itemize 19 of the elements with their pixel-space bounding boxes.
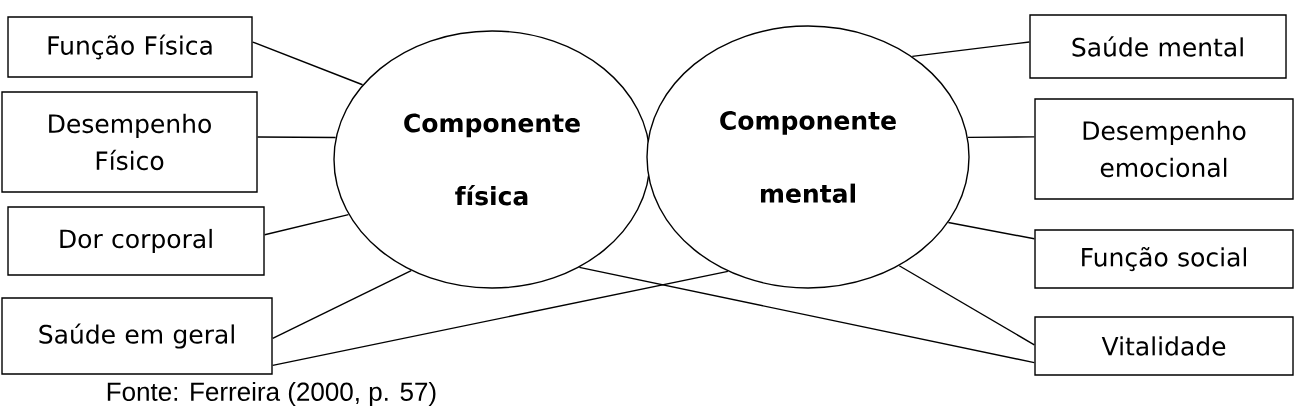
connector-line: [264, 213, 350, 236]
label-box: Desempenho emocional: [1034, 98, 1294, 200]
connector-line: [898, 265, 1035, 346]
connector-line: [967, 136, 1035, 139]
connector-line: [272, 270, 412, 340]
connector-line: [272, 270, 729, 367]
label-box: Dor corporal: [7, 206, 265, 276]
connector-line: [252, 41, 364, 86]
label-box: Desempenho Físico: [1, 91, 258, 193]
label-box: Saúde mental: [1029, 14, 1287, 79]
connector-line: [257, 136, 337, 139]
connector-line: [947, 221, 1035, 240]
label-box: Função Física: [7, 16, 253, 78]
label-box: Vitalidade: [1034, 316, 1294, 376]
connector-line: [578, 266, 1035, 364]
label-box: Função social: [1034, 229, 1294, 289]
label-box: Saúde em geral: [1, 297, 273, 375]
connector-line: [911, 41, 1030, 58]
caption: Fonte: Ferreira (2000, p. 57): [107, 381, 436, 407]
